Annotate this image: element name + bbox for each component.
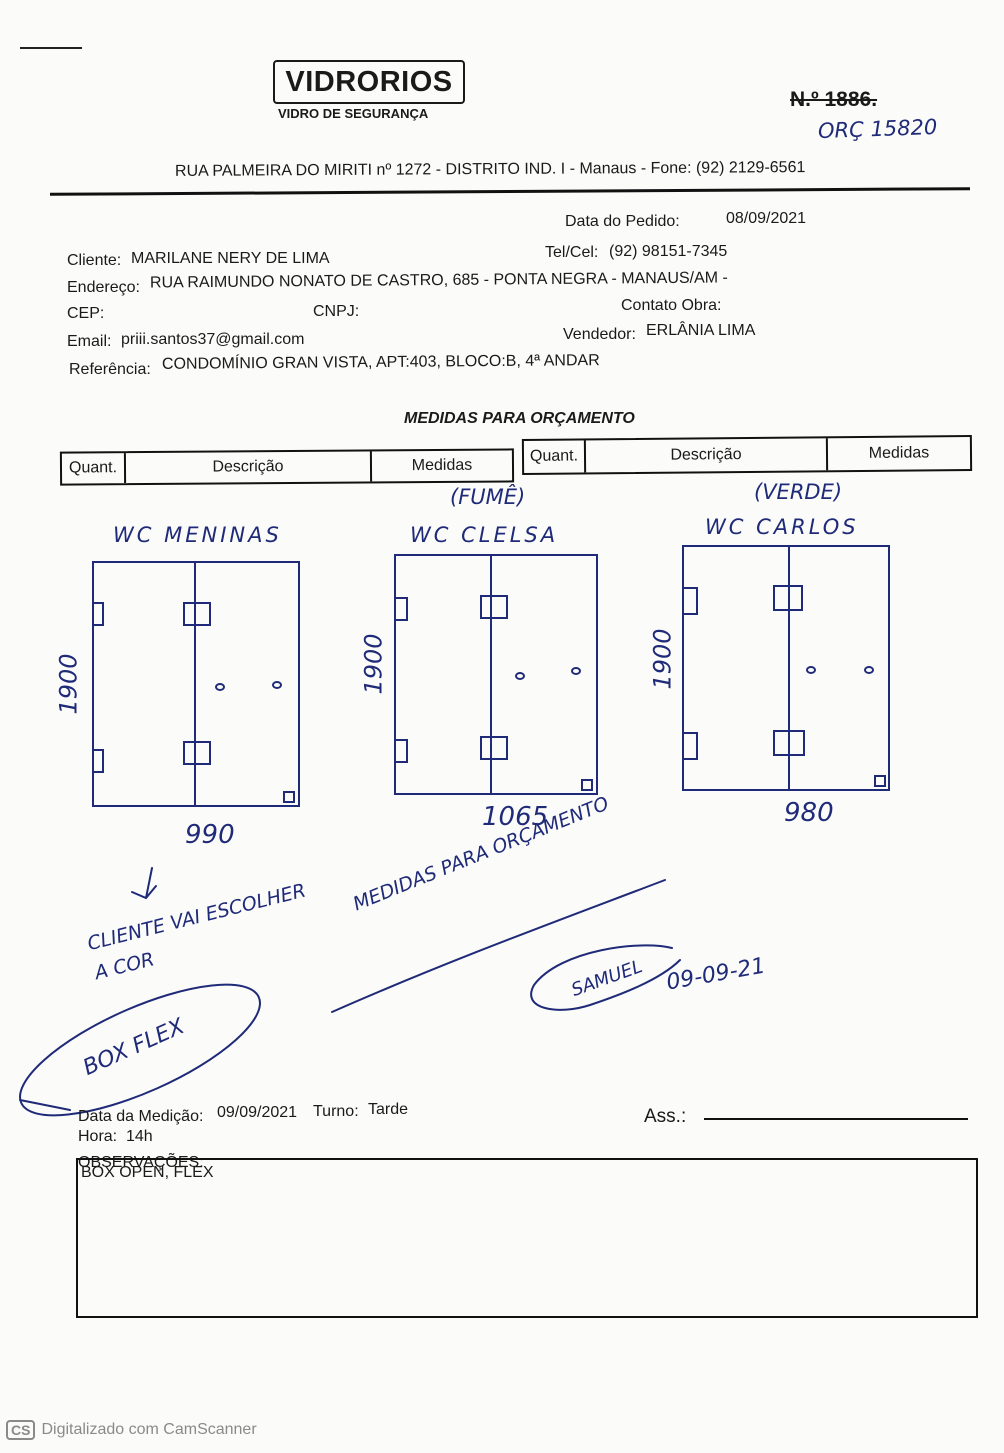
drawing-2-note: (FUMÊ): [450, 485, 526, 509]
section-title: MEDIDAS PARA ORÇAMENTO: [404, 410, 635, 427]
company-logo: VIDRORIOS: [273, 60, 465, 104]
shift-value: Tarde: [368, 1101, 409, 1118]
stray-pen-mark: [20, 47, 82, 49]
cnpj-label: CNPJ:: [313, 303, 360, 320]
signature-loop: [530, 944, 681, 1011]
logo-subtitle: VIDRO DE SEGURANÇA: [278, 106, 429, 121]
observations-box: BOX OPEN, FLEX: [76, 1158, 978, 1318]
pen-stroke: [331, 879, 666, 1013]
seller-label: Vendedor:: [563, 326, 636, 343]
drawing-1-name: WC MENINAS: [113, 523, 282, 547]
order-date-label: Data do Pedido:: [565, 213, 680, 230]
order-date-value: 08/09/2021: [726, 210, 807, 227]
cep-label: CEP:: [67, 305, 105, 322]
signature-line: [704, 1118, 968, 1120]
reference-label: Referência:: [69, 361, 151, 378]
shower-box-sketch-1: [92, 561, 300, 807]
client-label: Cliente:: [67, 252, 122, 269]
phone-label: Tel/Cel:: [545, 244, 599, 261]
camscanner-watermark: CS Digitalizado com CamScanner: [6, 1420, 257, 1440]
drawing-3-height: 1900: [648, 628, 677, 690]
phone-value: (92) 98151-7345: [609, 243, 728, 260]
shift-label: Turno:: [313, 1103, 359, 1120]
scanner-note: Digitalizado com CamScanner: [41, 1421, 257, 1438]
drawing-2-width: 1065: [482, 802, 549, 832]
box-flex-circle: [19, 983, 261, 1117]
time-label: Hora:: [78, 1128, 118, 1145]
logo-name: VIDRORIOS: [285, 65, 453, 98]
address-label: Endereço:: [67, 279, 140, 296]
drawing-2-height: 1900: [359, 633, 388, 695]
drawing-3-name: WC CARLOS: [705, 515, 859, 539]
shower-box-sketch-3: [682, 545, 890, 791]
arrow-down-icon: [131, 867, 157, 900]
measure-date-value: 09/09/2021: [217, 1104, 298, 1121]
drawing-2-name: WC CLELSA: [410, 523, 559, 547]
camscanner-logo-icon: CS: [6, 1420, 36, 1440]
observations-value: BOX OPEN, FLEX: [81, 1164, 214, 1181]
measure-date-label: Data da Medição:: [78, 1108, 204, 1125]
email-label: Email:: [67, 333, 112, 350]
time-value: 14h: [126, 1128, 153, 1145]
client-value: MARILANE NERY DE LIMA: [131, 250, 330, 267]
drawing-1-width: 990: [185, 820, 235, 850]
contact-label: Contato Obra:: [621, 297, 722, 314]
email-value: priii.santos37@gmail.com: [121, 331, 305, 348]
signature-label: Ass.:: [644, 1106, 687, 1127]
shower-box-sketch-2: [394, 554, 598, 795]
seller-value: ERLÂNIA LIMA: [646, 322, 756, 339]
drawing-3-width: 980: [784, 798, 834, 828]
drawing-1-height: 1900: [54, 653, 83, 715]
drawing-3-note: (VERDE): [754, 480, 843, 504]
order-number: N.º 1886.: [790, 88, 878, 111]
